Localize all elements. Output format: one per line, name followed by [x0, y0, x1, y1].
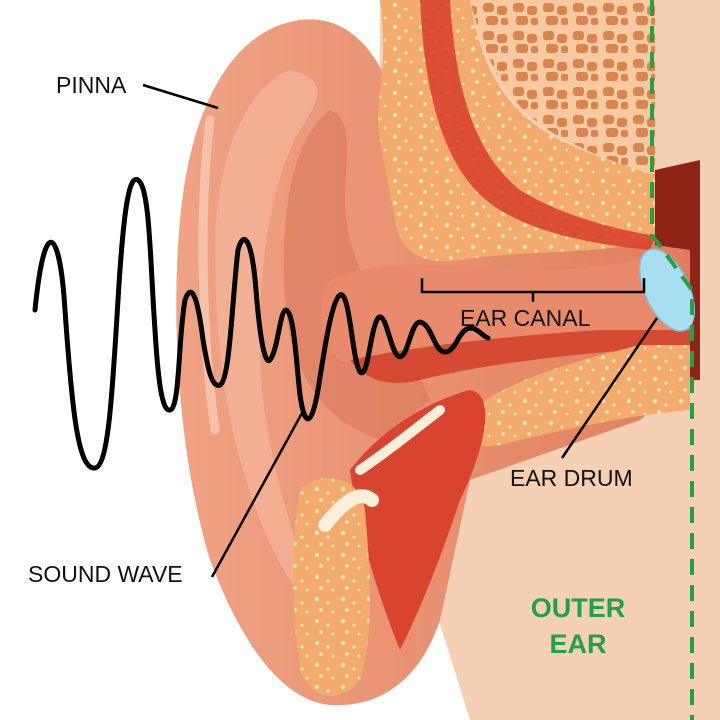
ear-canal-highlight: [355, 405, 445, 475]
outer-ear-region-label: OUTER EAR: [513, 590, 643, 662]
ear-canal-floor: [350, 330, 690, 384]
outer-ear-boundary-line: [650, 0, 694, 720]
temporal-bone: [470, 0, 655, 175]
ear-drum-label: EAR DRUM: [510, 465, 633, 491]
pinna-fold: [215, 70, 320, 610]
pinna-label: PINNA: [56, 72, 127, 98]
upper-muscle-band: [420, 0, 655, 250]
ear-drum-leader-line: [560, 317, 659, 459]
earlobe-cartilage-highlight: [318, 489, 379, 532]
pinna-leader-line: [142, 83, 219, 110]
sound-wave-faint: [34, 241, 66, 311]
pinna-highlight: [198, 115, 220, 435]
middle-ear-tissue: [655, 160, 700, 380]
earlobe-cartilage: [293, 478, 370, 697]
sound-wave: [32, 176, 491, 471]
lower-cartilage: [459, 345, 690, 447]
region-label-line1: OUTER: [530, 593, 626, 623]
sound-wave-leader-line: [210, 412, 304, 578]
ear-canal-label: EAR CANAL: [460, 305, 591, 331]
region-label-line2: EAR: [549, 629, 607, 659]
ear-canal-bracket: [420, 278, 646, 302]
sound-wave-label: SOUND WAVE: [28, 561, 183, 587]
